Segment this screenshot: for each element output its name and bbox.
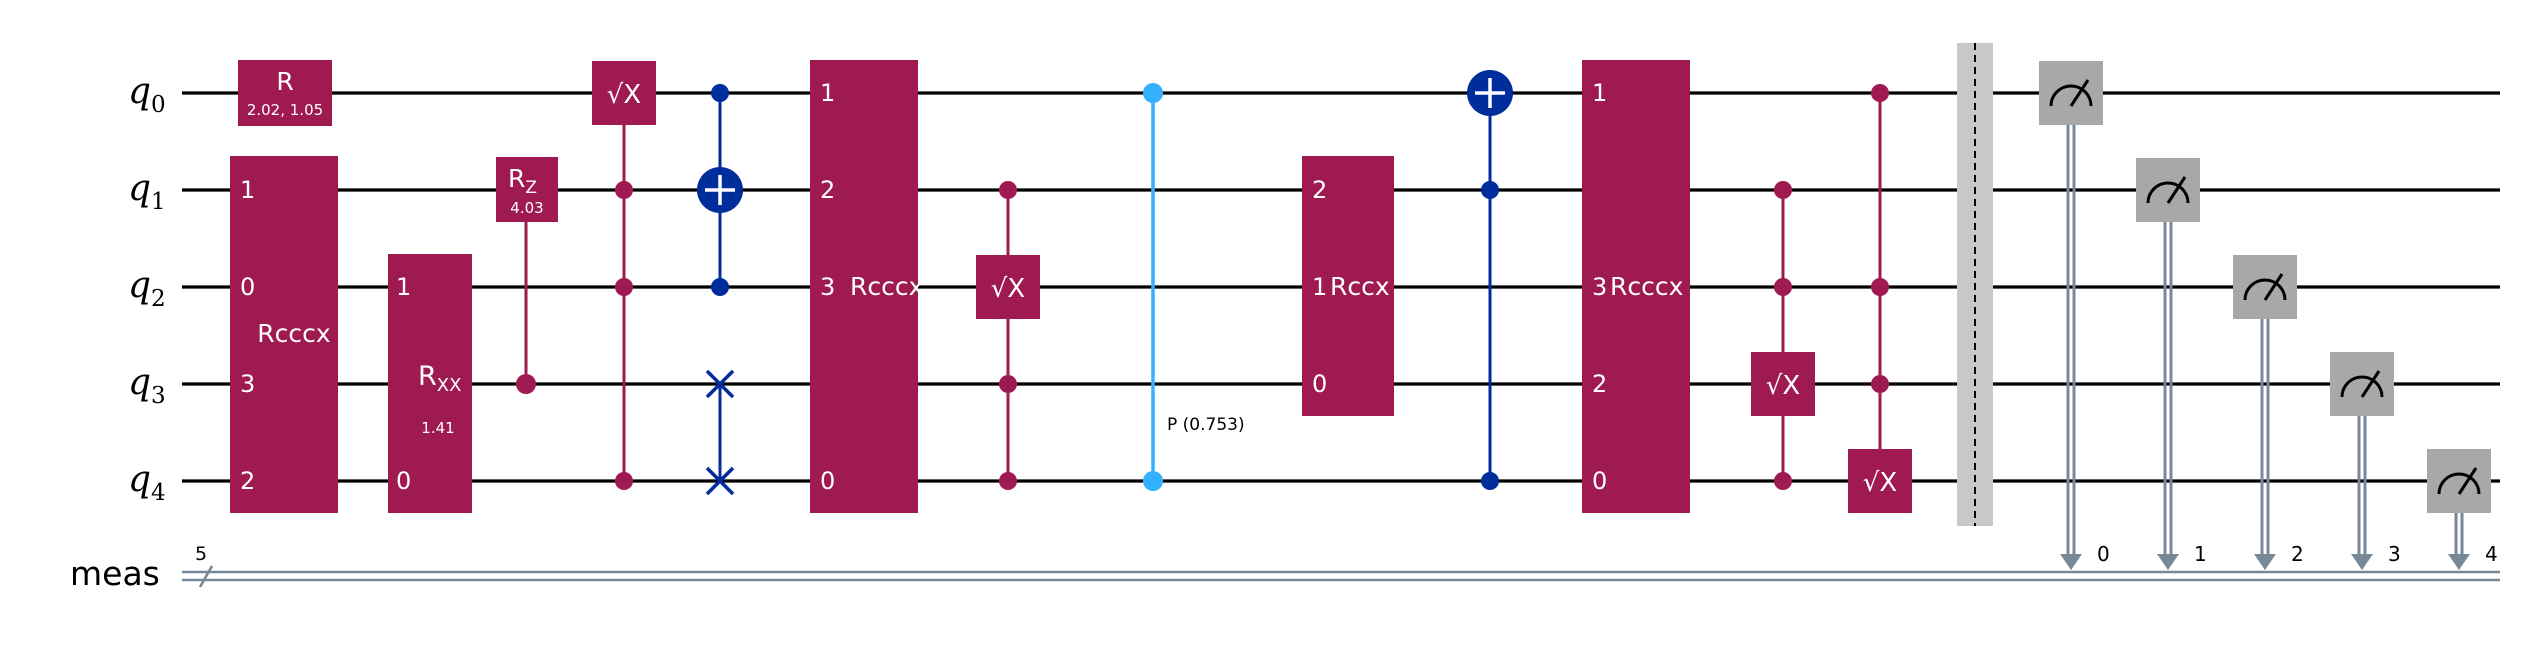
sx-gate-label: √X xyxy=(991,274,1025,304)
control-dot xyxy=(1871,278,1889,296)
measure-q4[interactable]: 4 xyxy=(2427,449,2498,570)
r-gate[interactable]: R 2.02, 1.05 xyxy=(238,60,332,126)
measure-q2[interactable]: 2 xyxy=(2233,255,2304,570)
control-dot xyxy=(615,181,633,199)
rcccx-gate-1-pin: 2 xyxy=(240,467,255,495)
control-dot xyxy=(615,472,633,490)
qubit-label-q0: q0 xyxy=(128,71,166,118)
meter-icon xyxy=(2243,278,2287,301)
sx-gate-label: √X xyxy=(1766,371,1800,401)
rcccx-gate-3-label: Rcccx xyxy=(1610,272,1683,301)
rccx-gate-label: Rccx xyxy=(1330,272,1390,301)
control-dot xyxy=(1774,181,1792,199)
control-dot xyxy=(711,278,729,296)
rcccx-gate-1-pin: 0 xyxy=(240,273,255,301)
classical-width: 5 xyxy=(195,543,207,565)
r-gate-label: R xyxy=(276,67,293,96)
rccx-gate-pin: 1 xyxy=(1312,273,1327,301)
rcccx-gate-1-pin: 1 xyxy=(240,176,255,204)
control-dot xyxy=(1774,472,1792,490)
swap-gate[interactable] xyxy=(705,369,735,496)
rxx-gate[interactable]: 1 0 RXX 1.41 xyxy=(388,254,472,513)
classical-register-label: meas xyxy=(70,554,160,593)
crz-gate[interactable]: RZ 4.03 xyxy=(496,157,558,394)
control-dot xyxy=(615,278,633,296)
rxx-gate-pin: 0 xyxy=(396,467,411,495)
rccx-gate-pin: 2 xyxy=(1312,176,1327,204)
control-dot xyxy=(1871,84,1889,102)
rcccx-gate-3-pin: 1 xyxy=(1592,79,1607,107)
control-dot xyxy=(1143,83,1163,103)
rcccx-gate-3[interactable]: 1 3 2 0 Rcccx xyxy=(1582,60,1690,513)
rcccx-gate-1-label: Rcccx xyxy=(257,319,330,348)
rxx-gate-label: RXX xyxy=(418,361,461,396)
rxx-gate-pin: 1 xyxy=(396,273,411,301)
rz-gate-params: 4.03 xyxy=(510,199,543,217)
control-dot xyxy=(1871,375,1889,393)
classical-wire: 5 xyxy=(182,543,2500,588)
mcsx-gate-2[interactable]: √X xyxy=(976,181,1040,490)
control-dot xyxy=(711,84,729,102)
measure-bit: 2 xyxy=(2291,542,2304,566)
control-dot xyxy=(1481,472,1499,490)
cphase-label: P (0.753) xyxy=(1167,415,1245,435)
measure-q0[interactable]: 0 xyxy=(2039,61,2110,570)
rxx-gate-params: 1.41 xyxy=(421,419,454,437)
control-dot xyxy=(999,375,1017,393)
rz-gate-label: RZ xyxy=(508,164,537,198)
rcccx-gate-2[interactable]: 1 2 3 0 Rcccx xyxy=(810,60,923,513)
mcsx-gate-1[interactable]: √X xyxy=(592,61,656,490)
sx-gate-label: √X xyxy=(607,80,641,110)
control-dot xyxy=(1143,471,1163,491)
measure-bit: 4 xyxy=(2485,542,2498,566)
qubit-label-q4: q4 xyxy=(128,459,166,506)
control-dot xyxy=(1774,278,1792,296)
qubit-label-q1: q1 xyxy=(128,168,166,215)
rcccx-gate-2-label: Rcccx xyxy=(850,272,923,301)
control-dot xyxy=(999,472,1017,490)
rcccx-gate-3-pin: 0 xyxy=(1592,467,1607,495)
mcx-gate-2[interactable] xyxy=(1467,70,1513,490)
measure-q3[interactable]: 3 xyxy=(2330,352,2401,570)
rcccx-gate-2-pin: 1 xyxy=(820,79,835,107)
swap-cross-icon xyxy=(705,369,735,496)
meter-icon xyxy=(2146,181,2190,204)
qubit-label-q2: q2 xyxy=(128,265,166,312)
meter-icon xyxy=(2437,472,2481,495)
measure-bit: 0 xyxy=(2097,542,2110,566)
barrier xyxy=(1957,43,1993,526)
rcccx-gate-2-pin: 3 xyxy=(820,273,835,301)
sx-gate-label: √X xyxy=(1863,468,1897,498)
rcccx-gate-2-pin: 2 xyxy=(820,176,835,204)
meter-icon xyxy=(2049,84,2093,107)
mcsx-gate-3[interactable]: √X xyxy=(1751,181,1815,490)
measure-bit: 3 xyxy=(2388,542,2401,566)
qubit-label-q3: q3 xyxy=(128,362,166,409)
mcx-gate-1[interactable] xyxy=(697,84,743,296)
bundle-slash xyxy=(198,565,214,588)
control-dot xyxy=(516,374,536,394)
mcsx-gate-4[interactable]: √X xyxy=(1848,84,1912,513)
measure-bit: 1 xyxy=(2194,542,2207,566)
rcccx-gate-2-pin: 0 xyxy=(820,467,835,495)
rcccx-gate-1-pin: 3 xyxy=(240,370,255,398)
register-labels: q0 q1 q2 q3 q4 meas xyxy=(70,71,166,593)
rcccx-gate-3-pin: 3 xyxy=(1592,273,1607,301)
rcccx-gate-3-pin: 2 xyxy=(1592,370,1607,398)
rcccx-gate-1[interactable]: 1 0 3 2 Rcccx xyxy=(230,156,338,513)
rccx-gate-pin: 0 xyxy=(1312,370,1327,398)
control-dot xyxy=(1481,181,1499,199)
rccx-gate[interactable]: 2 1 0 Rccx xyxy=(1302,156,1394,416)
meter-icon xyxy=(2340,375,2384,398)
control-dot xyxy=(999,181,1017,199)
measure-q1[interactable]: 1 xyxy=(2136,158,2207,570)
cphase-gate[interactable]: P (0.753) xyxy=(1143,83,1245,491)
r-gate-params: 2.02, 1.05 xyxy=(247,101,323,119)
